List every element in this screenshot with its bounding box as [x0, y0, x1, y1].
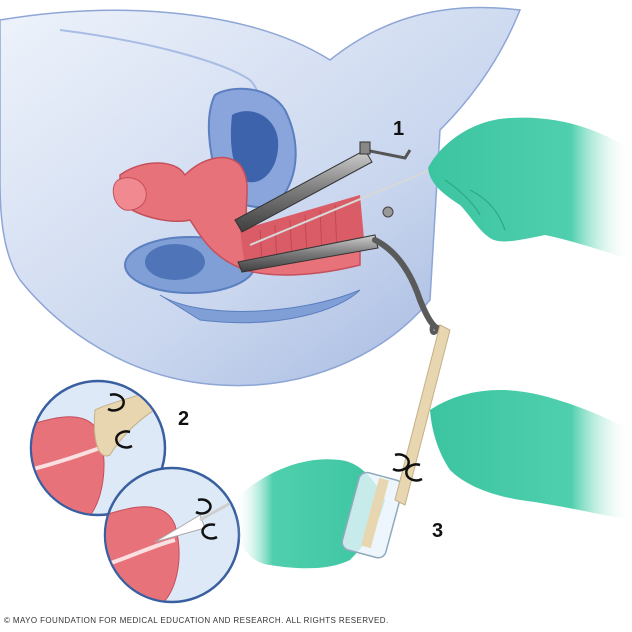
- gloved-hand-step-1: [428, 117, 632, 260]
- gloved-hand-spatula: [392, 324, 632, 520]
- step-label-2: 2: [178, 408, 190, 430]
- inset-circle-brush: [103, 466, 241, 604]
- step-label-3: 3: [432, 520, 444, 542]
- step-label-1: 1: [393, 118, 405, 140]
- gloved-hand-vial: [235, 459, 404, 569]
- speculum-instrument: [234, 141, 443, 335]
- copyright-notice: © MAYO FOUNDATION FOR MEDICAL EDUCATION …: [4, 616, 389, 625]
